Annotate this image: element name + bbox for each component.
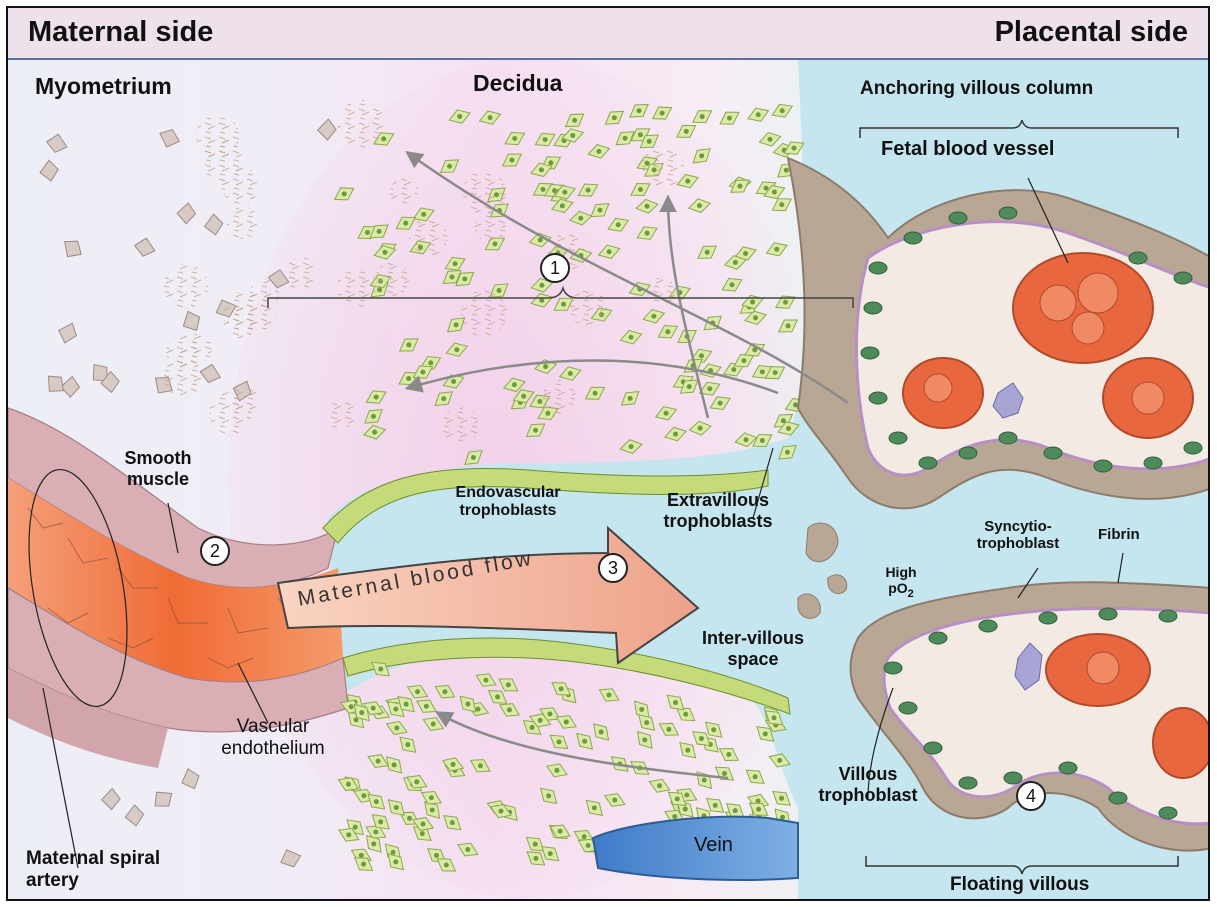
cytotrophoblast-cell xyxy=(889,432,907,444)
extracellular-matrix xyxy=(166,335,199,368)
anchoring-column-label: Anchoring villous column xyxy=(860,78,1093,100)
cytotrophoblast-cell xyxy=(1094,460,1112,472)
vascular-endothelium-label: Vascular endothelium xyxy=(203,716,343,760)
extracellular-matrix xyxy=(409,218,448,257)
cytotrophoblast-cell xyxy=(869,262,887,274)
endovascular-trophoblasts-label: Endovascular trophoblasts xyxy=(448,484,568,521)
fetal-blood-vessel-label: Fetal blood vessel xyxy=(881,138,1054,161)
cytotrophoblast-cell xyxy=(864,302,882,314)
cytotrophoblast-cell xyxy=(959,447,977,459)
extracellular-matrix xyxy=(224,305,258,339)
marker-4: 4 xyxy=(1016,781,1046,811)
header-bar: Maternal side Placental side xyxy=(8,8,1208,60)
diagram-frame: Maternal side Placental side xyxy=(6,6,1210,901)
extracellular-matrix xyxy=(284,257,318,291)
fetal-blood-vessel-large xyxy=(1013,253,1153,363)
marker-3: 3 xyxy=(598,553,628,583)
cytotrophoblast-cell xyxy=(999,207,1017,219)
extracellular-matrix xyxy=(475,212,506,243)
intervillous-space-label: Inter-villous space xyxy=(688,628,818,669)
cytotrophoblast-cell xyxy=(1159,807,1177,819)
cytotrophoblast-cell xyxy=(959,777,977,789)
cytotrophoblast-cell xyxy=(999,432,1017,444)
extracellular-matrix xyxy=(326,400,355,429)
cytotrophoblast-cell xyxy=(919,457,937,469)
cytotrophoblast-cell xyxy=(929,632,947,644)
marker-1: 1 xyxy=(540,253,570,283)
extracellular-matrix xyxy=(390,178,418,206)
extracellular-matrix xyxy=(337,268,377,308)
extracellular-matrix xyxy=(196,115,240,159)
maternal-spiral-artery-label: Maternal spiral artery xyxy=(26,848,166,892)
extracellular-matrix xyxy=(221,167,259,205)
extravillous-trophoblasts-label: Extravillous trophoblasts xyxy=(648,490,788,531)
cytotrophoblast-cell xyxy=(899,702,917,714)
cytotrophoblast-cell xyxy=(1144,457,1162,469)
placental-side-title: Placental side xyxy=(995,16,1188,49)
extracellular-matrix xyxy=(642,146,684,188)
extracellular-matrix xyxy=(164,264,208,308)
cytotrophoblast-cell xyxy=(1059,762,1077,774)
extracellular-matrix xyxy=(570,290,608,328)
cytotrophoblast-cell xyxy=(1044,447,1062,459)
villous-trophoblast-label: Villous trophoblast xyxy=(813,764,923,805)
cytotrophoblast-cell xyxy=(1184,442,1202,454)
syncytiotrophoblast-label: Syncytio-trophoblast xyxy=(963,518,1073,553)
cytotrophoblast-cell xyxy=(1039,612,1057,624)
cytotrophoblast-cell xyxy=(884,662,902,674)
cytotrophoblast-cell xyxy=(869,392,887,404)
cytotrophoblast-cell xyxy=(904,232,922,244)
high-po2-label: High pO2 xyxy=(876,564,926,601)
myometrium-label: Myometrium xyxy=(35,73,172,99)
floating-villous-label: Floating villous xyxy=(950,874,1089,896)
extracellular-matrix xyxy=(337,100,385,148)
extracellular-matrix xyxy=(375,262,409,296)
decidua-label: Decidua xyxy=(473,70,562,96)
cytotrophoblast-cell xyxy=(1129,252,1147,264)
cytotrophoblast-cell xyxy=(924,742,942,754)
extracellular-matrix xyxy=(647,277,675,305)
fibrin-label: Fibrin xyxy=(1098,526,1140,543)
extracellular-matrix xyxy=(542,380,575,413)
cytotrophoblast-cell xyxy=(1159,610,1177,622)
cytotrophoblast-cell xyxy=(1174,272,1192,284)
extracellular-matrix xyxy=(461,290,507,336)
marker-2: 2 xyxy=(200,536,230,566)
extracellular-matrix xyxy=(227,207,260,240)
cytotrophoblast-cell xyxy=(979,620,997,632)
maternal-side-title: Maternal side xyxy=(28,16,213,49)
smooth-muscle-label: Smooth muscle xyxy=(113,448,203,489)
cytotrophoblast-cell xyxy=(1109,792,1127,804)
extracellular-matrix xyxy=(442,407,479,444)
cytotrophoblast-cell xyxy=(1099,608,1117,620)
extracellular-matrix xyxy=(209,392,251,434)
cytotrophoblast-cell xyxy=(949,212,967,224)
vein-label: Vein xyxy=(694,834,733,857)
cytotrophoblast-cell xyxy=(861,347,879,359)
cytotrophoblast-cell xyxy=(1004,772,1022,784)
